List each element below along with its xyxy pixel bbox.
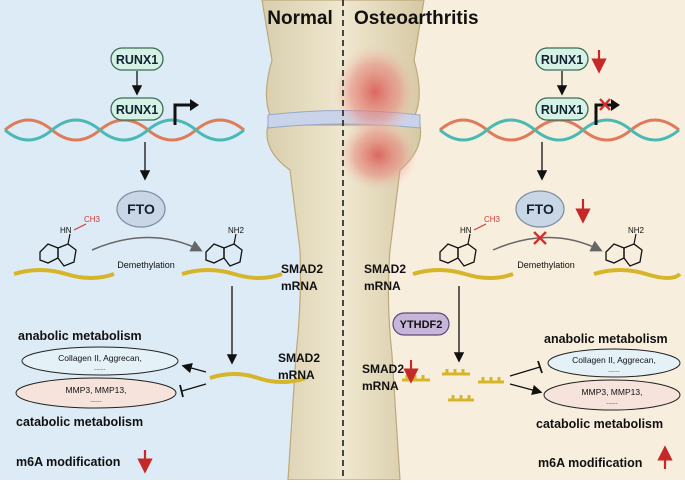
oa-runx1-box: RUNX1 [535, 47, 589, 71]
normal-mrna-demethylated [181, 268, 283, 280]
oa-demethylation-label: Demethylation [517, 260, 575, 270]
normal-runx1-promoter-label: RUNX1 [116, 103, 158, 117]
normal-smad2-bottom-line2: mRNA [278, 368, 315, 382]
oa-runx1-promoter-box: RUNX1 [535, 97, 589, 121]
normal-hn-label: HN [60, 226, 72, 235]
normal-anabolic-title: anabolic metabolism [18, 329, 142, 343]
normal-catabolic-items: MMP3, MMP13, [66, 385, 127, 395]
oa-ythdf2-label: YTHDF2 [400, 319, 443, 331]
oa-catabolic-ellipse: MMP3, MMP13, ...... [543, 379, 681, 411]
normal-anabolic-items: Collagen II, Aggrecan, [58, 353, 142, 363]
oa-demethylation-blocked-x [533, 231, 547, 245]
normal-methyl-label: CH3 [84, 215, 101, 224]
oa-anabolic-title: anabolic metabolism [544, 332, 668, 346]
oa-nh2-label: NH2 [628, 226, 645, 235]
oa-methylated-adenine: HN CH3 [439, 215, 501, 267]
oa-anabolic-dots: ...... [608, 367, 620, 374]
normal-catabolic-ellipse: MMP3, MMP13, ...... [15, 377, 177, 409]
oa-fto-label: FTO [526, 201, 554, 217]
oa-header: Osteoarthritis [354, 8, 479, 29]
oa-catabolic-title: catabolic metabolism [536, 417, 663, 431]
oa-anabolic-ellipse: Collagen II, Aggrecan, ...... [547, 348, 681, 378]
oa-ythdf2-box: YTHDF2 [392, 312, 450, 336]
oa-inhibit-anabolic-bar [537, 360, 543, 374]
oa-smad2-bottom-line1: SMAD2 [362, 362, 404, 376]
oa-catabolic-dots: ...... [606, 399, 618, 406]
normal-smad2-bottom-line1: SMAD2 [278, 351, 320, 365]
oa-promote-catabolic-arrow [509, 383, 543, 396]
oa-demethylated-adenine: NH2 [605, 226, 645, 267]
normal-demethylated-adenine: NH2 [205, 226, 245, 267]
normal-smad2-mrna-bottom [209, 372, 307, 384]
oa-transcription-start-head [611, 99, 620, 111]
normal-header: Normal [267, 8, 332, 29]
normal-nh2-label: NH2 [228, 226, 245, 235]
normal-inhibit-catabolic-line [181, 383, 207, 392]
oa-inhibit-anabolic-line [509, 366, 541, 377]
oa-demethylation-arrow [492, 236, 603, 252]
oa-transcription-start-arrow [594, 103, 613, 125]
normal-fto-node: FTO [116, 190, 166, 228]
normal-inhibit-catabolic-bar [179, 384, 184, 398]
oa-mrna-demethylated [593, 268, 682, 280]
normal-promote-anabolic-arrow [181, 363, 207, 374]
normal-fto-label: FTO [127, 201, 155, 217]
oa-transcription-blocked-x [599, 98, 611, 111]
normal-runx1-label: RUNX1 [116, 53, 158, 67]
normal-catabolic-dots: ...... [90, 397, 102, 404]
normal-demethylation-label: Demethylation [117, 260, 175, 270]
oa-runx1-promoter-label: RUNX1 [541, 103, 583, 117]
oa-smad2-left-line1: SMAD2 [364, 262, 406, 276]
oa-runx1-label: RUNX1 [541, 53, 583, 67]
oa-catabolic-items: MMP3, MMP13, [582, 387, 643, 397]
normal-anabolic-dots: ...... [94, 365, 106, 372]
oa-hn-label: HN [460, 226, 472, 235]
normal-runx1-promoter-box: RUNX1 [110, 97, 164, 121]
normal-transcription-start-arrow [173, 103, 192, 125]
normal-smad2-right-line2: mRNA [281, 279, 318, 293]
oa-mrna-methylated [412, 268, 514, 280]
oa-m6a-label: m6A modification [538, 456, 642, 470]
oa-methyl-label: CH3 [484, 215, 501, 224]
normal-transcription-start-head [190, 99, 199, 111]
normal-m6a-label: m6A modification [16, 455, 120, 469]
normal-demethylation-arrow [91, 236, 203, 252]
oa-anabolic-items: Collagen II, Aggrecan, [572, 355, 656, 365]
normal-runx1-box: RUNX1 [110, 47, 164, 71]
oa-fto-node: FTO [515, 190, 565, 228]
normal-anabolic-ellipse: Collagen II, Aggrecan, ...... [21, 346, 179, 376]
knee-joint-illustration [261, 0, 425, 481]
normal-smad2-right-line1: SMAD2 [281, 262, 323, 276]
normal-methylated-adenine: HN CH3 [39, 215, 101, 267]
normal-mrna-methylated [13, 268, 115, 280]
oa-smad2-bottom-line2: mRNA [362, 379, 399, 393]
oa-smad2-left-line2: mRNA [364, 279, 401, 293]
normal-catabolic-title: catabolic metabolism [16, 415, 143, 429]
